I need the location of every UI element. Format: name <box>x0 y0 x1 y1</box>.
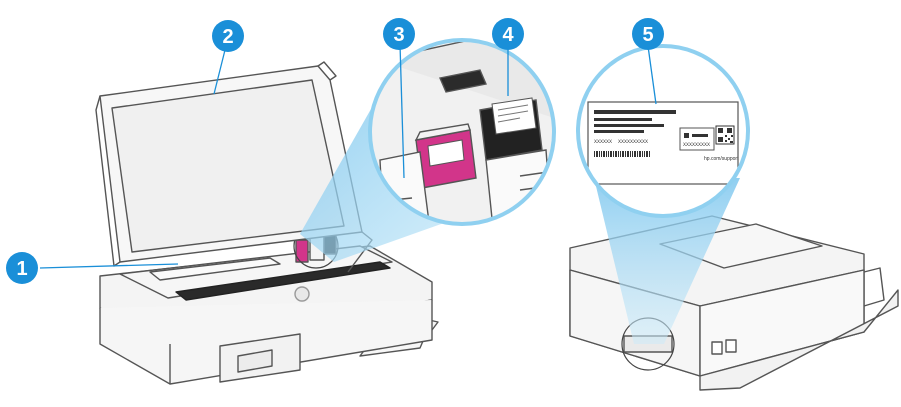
serial-text-b: XXXXXXXXXX <box>618 139 648 145</box>
qr-code-icon <box>716 126 734 144</box>
serial-text-c: XXXXXXXXX <box>683 142 710 148</box>
svg-text:5: 5 <box>642 24 653 46</box>
serial-text-a: XXXXXX <box>594 139 612 145</box>
svg-text:2: 2 <box>222 26 233 48</box>
svg-text:1: 1 <box>16 258 27 280</box>
lock-icon <box>684 133 689 138</box>
callout-2: 2 <box>212 20 244 52</box>
leader-line-1 <box>40 264 178 268</box>
callout-3: 3 <box>383 18 415 50</box>
hp-logo <box>295 287 309 301</box>
callout-4: 4 <box>492 18 524 50</box>
callout-1: 1 <box>6 252 38 284</box>
power-port <box>712 342 722 354</box>
svg-text:3: 3 <box>393 24 404 46</box>
svg-text:4: 4 <box>502 24 514 46</box>
support-url: hp.com/support <box>704 156 739 162</box>
callout-5: 5 <box>632 18 664 50</box>
